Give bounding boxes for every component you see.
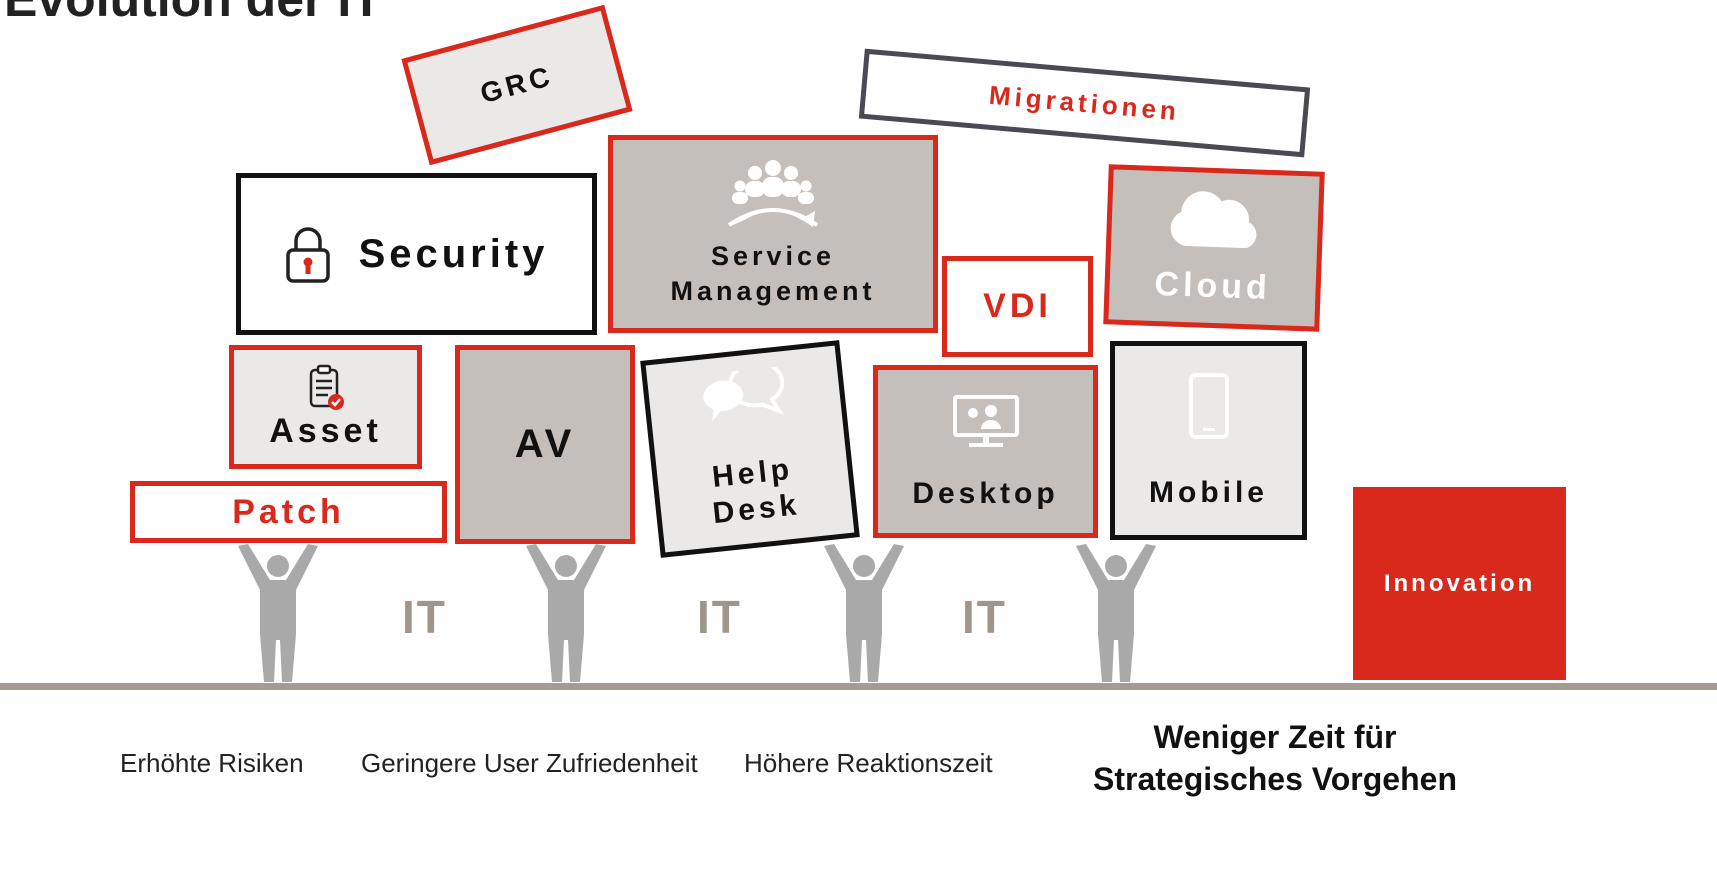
monitor-user-icon [952, 394, 1019, 447]
block-av-label: AV [514, 422, 576, 466]
clipboard-check-icon [309, 364, 344, 410]
block-cloud-label: Cloud [1153, 264, 1272, 307]
it-label: IT [697, 591, 742, 643]
person-lifting-icon [526, 544, 606, 682]
block-desktop: Desktop [873, 365, 1098, 538]
block-patch: Patch [130, 481, 447, 543]
innovation-block: Innovation [1353, 487, 1566, 680]
smartphone-icon [1188, 372, 1229, 439]
block-service-management: Service Management [608, 135, 938, 333]
block-security: Security [236, 173, 597, 335]
page-title: Evolution der IT [4, 0, 382, 28]
block-asset: Asset [229, 345, 422, 469]
innovation-label: Innovation [1383, 569, 1536, 597]
block-patch-label: Patch [232, 492, 345, 531]
block-mobile: Mobile [1110, 341, 1307, 540]
block-migrationen-label: Migrationen [987, 79, 1182, 126]
block-help-desk: Help Desk [640, 340, 860, 558]
conclusion-text: Weniger Zeit für Strategisches Vorgehen [1080, 716, 1470, 800]
block-cloud: Cloud [1103, 164, 1325, 332]
block-security-label: Security [358, 231, 549, 276]
caption-user-satisfaction: Geringere User Zufriedenheit [361, 748, 698, 778]
block-vdi: VDI [942, 256, 1093, 357]
block-asset-label: Asset [269, 412, 382, 450]
ground-line [0, 683, 1717, 690]
block-av: AV [455, 345, 635, 544]
conclusion-line2: Strategisches Vorgehen [1093, 761, 1457, 797]
block-mobile-label: Mobile [1149, 475, 1268, 509]
lock-icon [285, 227, 330, 283]
person-lifting-icon [238, 544, 318, 682]
it-label: IT [962, 591, 1007, 643]
cloud-icon [1170, 190, 1257, 248]
conclusion-line1: Weniger Zeit für [1153, 719, 1397, 755]
block-desktop-label: Desktop [912, 476, 1059, 510]
it-label: IT [402, 591, 447, 643]
block-grc-label: GRC [476, 59, 557, 110]
caption-reaction-time: Höhere Reaktionszeit [744, 748, 993, 778]
chat-bubbles-icon [703, 365, 785, 422]
block-vdi-label: VDI [983, 287, 1052, 325]
person-lifting-icon [824, 544, 904, 682]
caption-risks: Erhöhte Risiken [120, 748, 304, 778]
block-grc: GRC [401, 4, 633, 166]
block-service-label-line2: Management [670, 276, 876, 306]
block-help-label-line2: Desk [710, 488, 802, 531]
person-lifting-icon [1076, 544, 1156, 682]
block-service-label-line1: Service [710, 241, 836, 271]
people-group-icon [727, 160, 819, 227]
